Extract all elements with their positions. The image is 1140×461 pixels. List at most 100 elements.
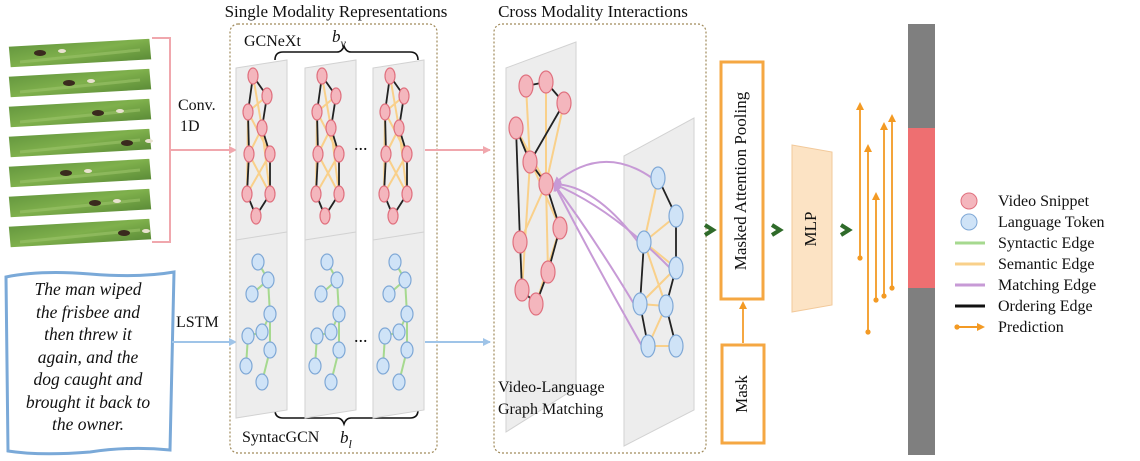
graph-node bbox=[314, 285, 328, 303]
graph-node bbox=[320, 253, 334, 271]
video-node bbox=[518, 74, 534, 98]
syntacgcn-label: SyntacGCN bbox=[242, 429, 320, 446]
legend-label: Semantic Edge bbox=[998, 256, 1094, 273]
video-frame bbox=[7, 127, 153, 159]
bl-label: bl bbox=[340, 428, 353, 451]
frame-grass-stripe bbox=[19, 138, 141, 154]
prediction-start-dot bbox=[865, 329, 871, 335]
graph-node bbox=[393, 119, 405, 137]
video-frame bbox=[7, 157, 153, 189]
language-node bbox=[636, 230, 652, 254]
language-graph-plane bbox=[623, 117, 695, 447]
graph-node bbox=[398, 87, 410, 105]
graph-node bbox=[241, 185, 253, 203]
graph-edge bbox=[252, 75, 263, 129]
legend-arrow-dot bbox=[954, 324, 960, 330]
graph-node bbox=[380, 145, 392, 163]
single-modality-title: Single Modality Representations bbox=[225, 2, 448, 21]
frame-frisbee bbox=[113, 199, 121, 203]
matching-edge bbox=[553, 160, 653, 185]
graph-node bbox=[324, 323, 338, 341]
graph-panel bbox=[304, 59, 357, 245]
lstm-label: LSTM bbox=[176, 314, 219, 331]
matching-edge bbox=[553, 183, 671, 269]
language-node bbox=[650, 166, 666, 190]
legend-label: Syntactic Edge bbox=[998, 235, 1094, 252]
graph-node bbox=[330, 87, 342, 105]
mask-label: Mask bbox=[732, 375, 751, 413]
graph-node bbox=[400, 305, 414, 323]
timeline-ground-truth bbox=[908, 128, 935, 288]
frame-image bbox=[7, 37, 153, 69]
prediction-arrows bbox=[856, 102, 896, 335]
frame-grass-stripe bbox=[19, 48, 141, 64]
graph-node bbox=[312, 145, 324, 163]
frame-image bbox=[7, 67, 153, 99]
graph-node bbox=[256, 119, 268, 137]
graph-node bbox=[400, 341, 414, 359]
frame-image bbox=[7, 97, 153, 129]
frame-grass-stripe bbox=[19, 78, 141, 94]
frame-frisbee bbox=[58, 49, 66, 53]
language-node bbox=[668, 204, 684, 228]
graph-node bbox=[247, 67, 259, 85]
chevron-icon-2 bbox=[770, 223, 784, 237]
frame-figure bbox=[118, 230, 130, 236]
graph-node bbox=[255, 373, 269, 391]
frame-frisbee bbox=[145, 139, 153, 143]
legend-label: Video Snippet bbox=[998, 193, 1090, 210]
frame-figure bbox=[92, 110, 104, 116]
legend-label: Language Token bbox=[998, 214, 1105, 231]
graph-node bbox=[379, 103, 391, 121]
video-frame bbox=[7, 97, 153, 129]
graph-node bbox=[261, 271, 275, 289]
video-node bbox=[540, 260, 556, 284]
language-node bbox=[640, 334, 656, 358]
graph-node bbox=[239, 357, 253, 375]
frame-frisbee bbox=[87, 79, 95, 83]
graph-node bbox=[333, 145, 345, 163]
gcnext-label: GCNeXt bbox=[244, 33, 301, 50]
frame-frisbee bbox=[84, 169, 92, 173]
video-node bbox=[538, 172, 554, 196]
video-frame bbox=[7, 217, 153, 249]
chevron-icon-1 bbox=[703, 223, 717, 237]
graph-node bbox=[245, 285, 259, 303]
graph-node bbox=[401, 145, 413, 163]
video-node bbox=[522, 150, 538, 174]
graph-node bbox=[384, 67, 396, 85]
graph-node bbox=[388, 253, 402, 271]
legend-item: Semantic Edge bbox=[955, 256, 1094, 273]
graph-node bbox=[330, 271, 344, 289]
graph-node bbox=[333, 185, 345, 203]
graph-node bbox=[325, 119, 337, 137]
graph-panel bbox=[372, 231, 425, 419]
graph-panel bbox=[235, 231, 288, 419]
matching-edge bbox=[553, 183, 635, 305]
video-node bbox=[538, 70, 554, 94]
frame-image bbox=[7, 217, 153, 249]
graph-node bbox=[242, 103, 254, 121]
ordering-edge bbox=[515, 127, 521, 243]
legend-label: Prediction bbox=[998, 319, 1064, 336]
video-brace bbox=[152, 37, 171, 243]
graph-node bbox=[250, 207, 262, 225]
frame-figure bbox=[63, 80, 75, 86]
legend-item: Video Snippet bbox=[960, 192, 1090, 210]
graph-node bbox=[264, 145, 276, 163]
graph-edge bbox=[321, 75, 332, 129]
graph-node bbox=[398, 271, 412, 289]
single-modality-box bbox=[229, 23, 438, 454]
frame-image bbox=[7, 157, 153, 189]
prediction-start-dot bbox=[857, 255, 863, 261]
graph-edge bbox=[330, 127, 340, 195]
cross-modality-title: Cross Modality Interactions bbox=[498, 2, 688, 21]
video-node bbox=[528, 292, 544, 316]
query-text: The man wiped the frisbee and then threw… bbox=[25, 279, 151, 434]
graph-edge bbox=[389, 75, 400, 129]
video-node bbox=[552, 216, 568, 240]
graph-node bbox=[392, 323, 406, 341]
graph-node bbox=[308, 357, 322, 375]
video-frame bbox=[7, 187, 153, 219]
